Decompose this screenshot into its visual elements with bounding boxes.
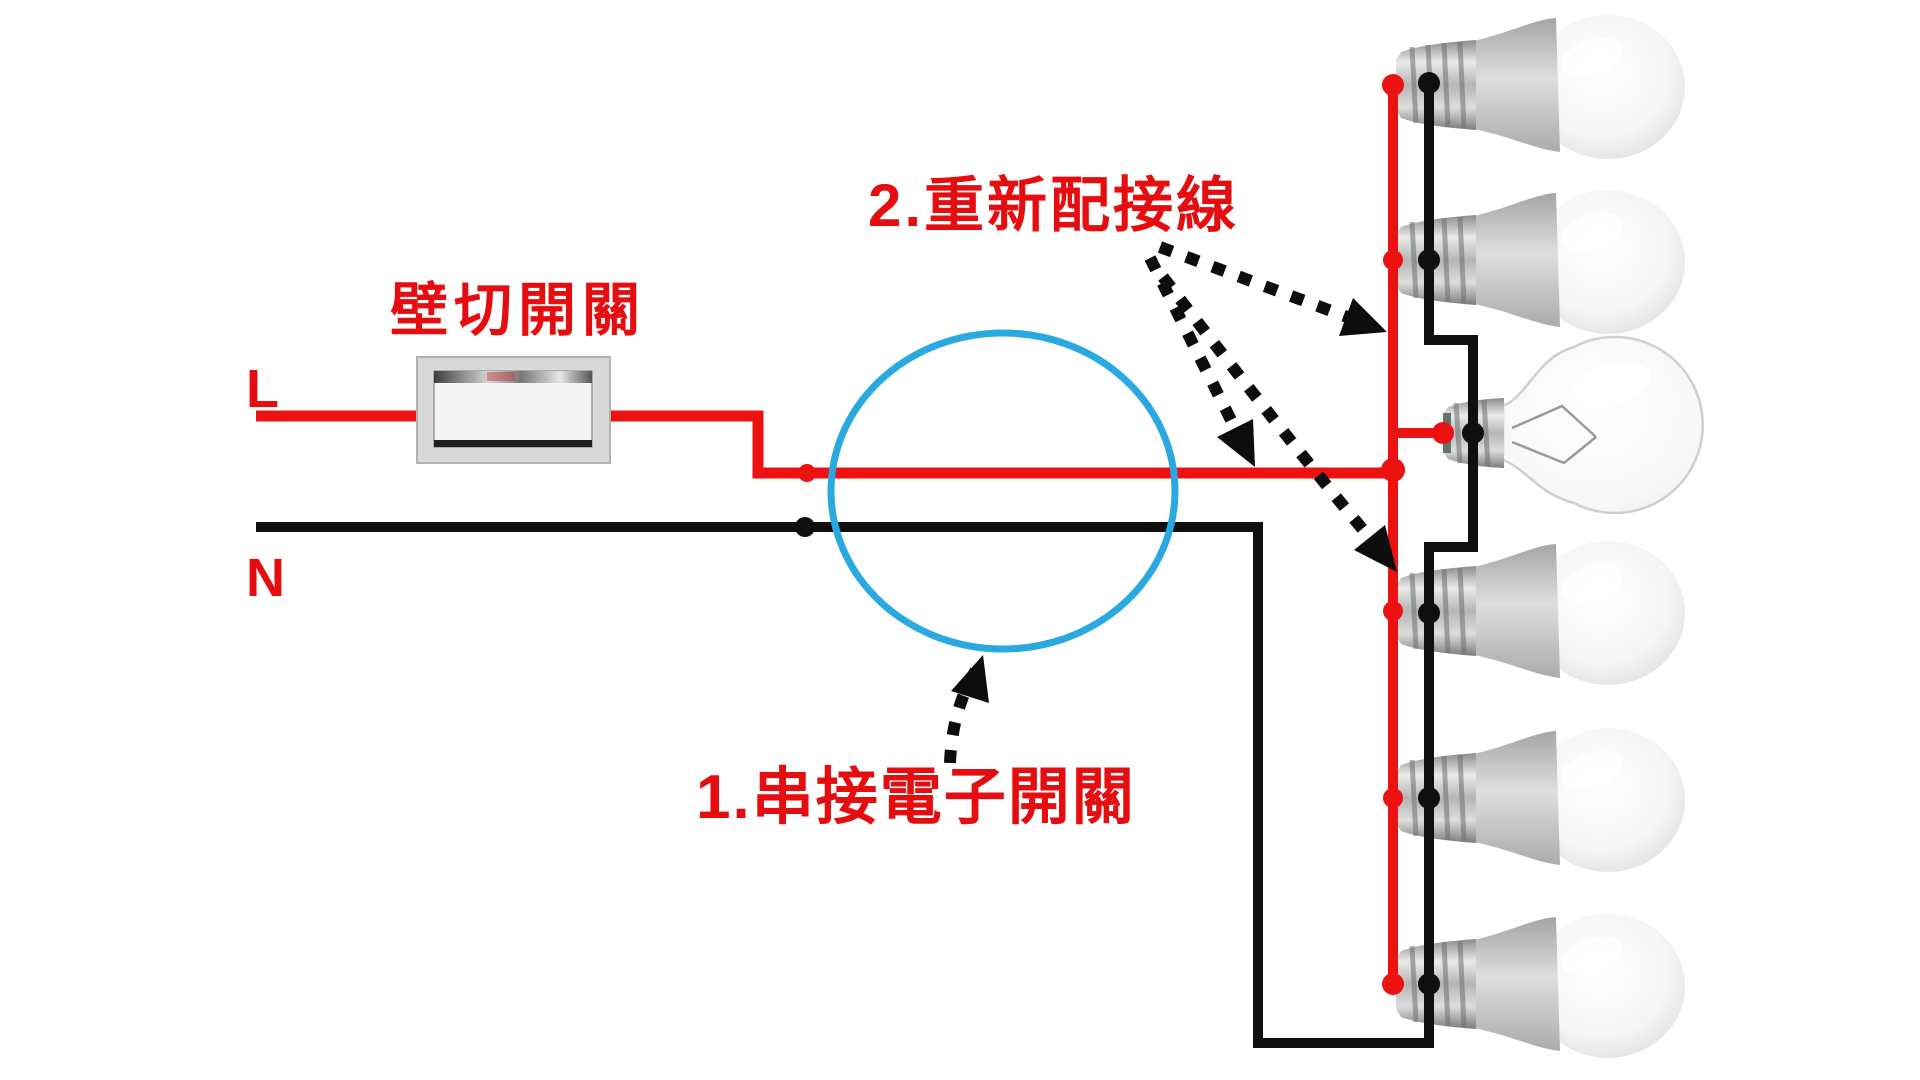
black-junction-dot bbox=[1418, 787, 1440, 809]
red-junction-dot bbox=[1382, 74, 1404, 96]
electronic-switch-circle bbox=[827, 329, 1179, 653]
arrowhead bbox=[951, 655, 989, 703]
red-junction-dot bbox=[1432, 422, 1454, 444]
red-junction-dot bbox=[1383, 250, 1403, 270]
wire-group bbox=[256, 83, 1478, 1048]
annotation-arrows bbox=[944, 241, 1379, 764]
arrow-heads bbox=[951, 298, 1397, 703]
live-terminal-label: L bbox=[246, 359, 279, 419]
red-junction-dot bbox=[1383, 788, 1403, 808]
black-junction-dot bbox=[1418, 249, 1440, 271]
black-junction-dot bbox=[1462, 422, 1484, 444]
arrow-to-red-bus-lower bbox=[1158, 273, 1379, 547]
red-junction-dot bbox=[1382, 973, 1404, 995]
led-bulb-1 bbox=[1396, 15, 1685, 159]
incandescent-bulb-3 bbox=[1443, 335, 1704, 515]
black-junction-dot bbox=[1418, 602, 1440, 624]
red-junction-dot bbox=[798, 464, 816, 482]
arrowhead bbox=[1217, 419, 1255, 467]
black-junction-dot bbox=[1418, 973, 1440, 995]
neutral-wire bbox=[256, 83, 1478, 1048]
red-junction-dot bbox=[1381, 458, 1405, 482]
step1-label: 1.串接電子開關 bbox=[696, 763, 1136, 832]
red-junction-dot bbox=[1383, 601, 1403, 621]
arrowhead bbox=[1354, 525, 1397, 572]
step2-label: 2.重新配接線 bbox=[868, 172, 1239, 239]
switch-rocker bbox=[433, 370, 593, 448]
wall-switch bbox=[416, 356, 611, 464]
text-labels: 壁切開關 L N 2.重新配接線 1.串接電子開關 bbox=[246, 172, 1239, 832]
wall-switch-label: 壁切開關 bbox=[390, 278, 646, 343]
black-junction-dot bbox=[795, 517, 815, 537]
junction-dots bbox=[795, 72, 1484, 995]
neutral-terminal-label: N bbox=[246, 548, 285, 608]
arrowhead bbox=[1339, 298, 1387, 336]
arrow-to-red-bus-top bbox=[1157, 241, 1353, 324]
bulb-group bbox=[1396, 15, 1704, 1058]
black-junction-dot bbox=[1418, 72, 1440, 94]
